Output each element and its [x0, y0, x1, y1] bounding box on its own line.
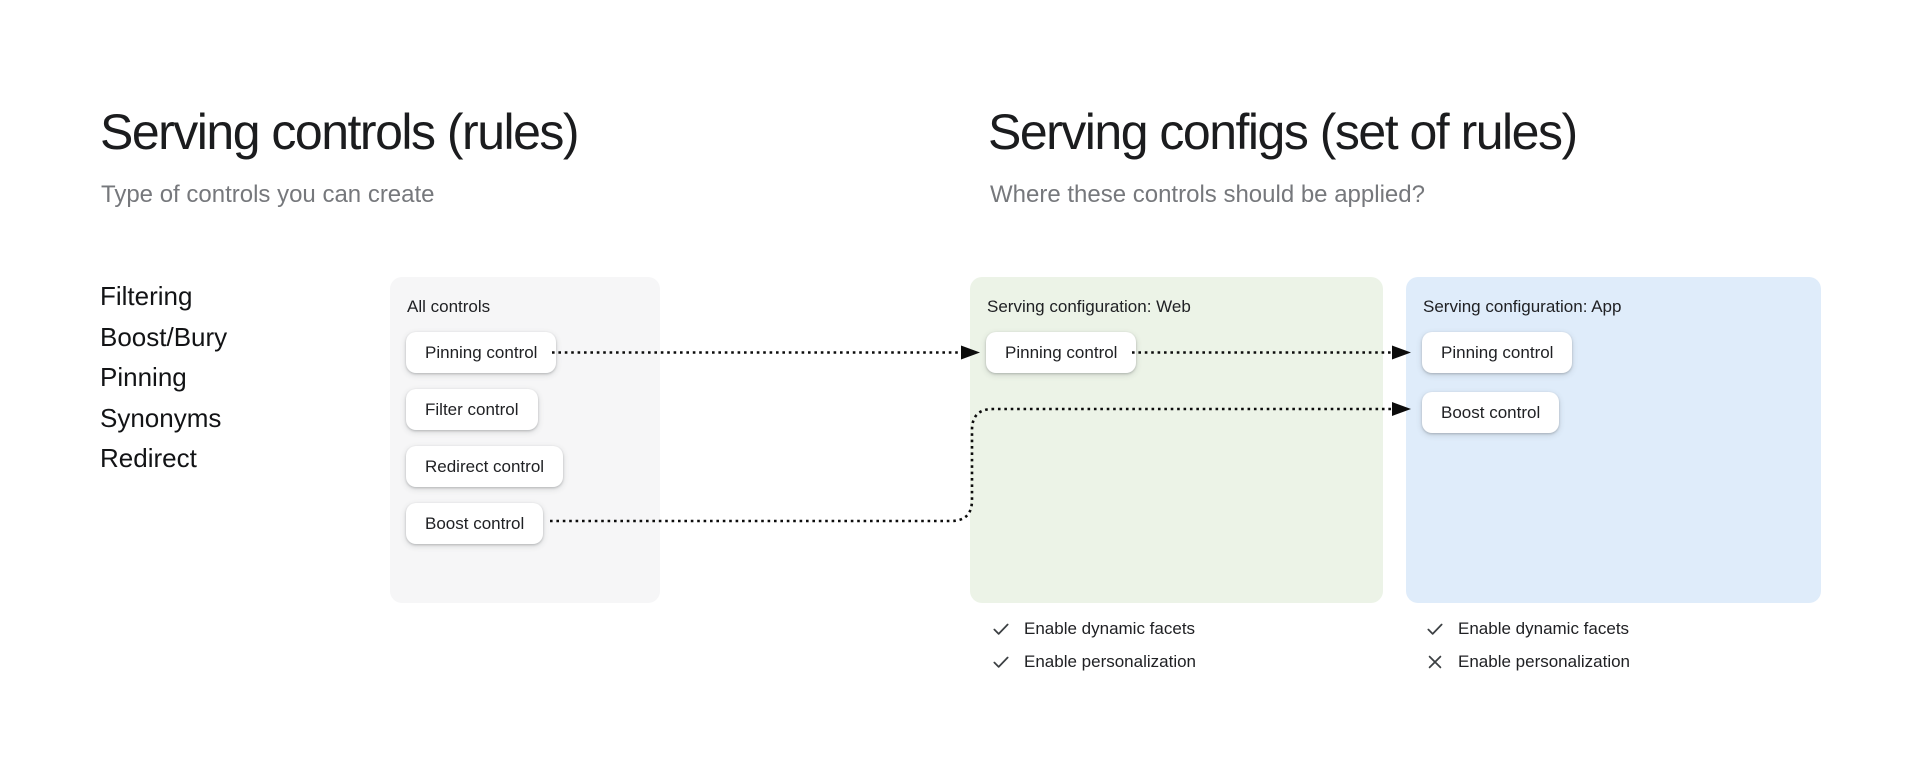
filter-control-chip[interactable]: Filter control	[406, 389, 538, 430]
control-type-synonyms: Synonyms	[100, 402, 222, 433]
right-section-title: Serving configs (set of rules)	[988, 104, 1578, 160]
left-section-subtitle: Type of controls you can create	[101, 181, 435, 208]
app-feature-personalization: Enable personalization	[1425, 650, 1630, 674]
app-features-list: Enable dynamic facets Enable personaliza…	[1425, 617, 1630, 674]
pinning-control-chip[interactable]: Pinning control	[406, 332, 557, 373]
boost-control-chip[interactable]: Boost control	[406, 503, 544, 544]
feature-label: Enable personalization	[1458, 652, 1631, 671]
control-types-list: Filtering Boost/Bury Pinning Synonyms Re…	[100, 276, 227, 479]
all-controls-card: All controls Pinning control Filter cont…	[390, 277, 660, 603]
control-type-filtering: Filtering	[100, 281, 193, 311]
right-section-subtitle: Where these controls should be applied?	[990, 181, 1425, 208]
all-controls-card-label: All controls	[407, 297, 491, 316]
app-feature-dynamic-facets: Enable dynamic facets	[1425, 617, 1630, 641]
feature-label: Enable dynamic facets	[1458, 619, 1630, 638]
redirect-control-chip[interactable]: Redirect control	[406, 446, 564, 487]
web-feature-personalization: Enable personalization	[991, 650, 1196, 674]
feature-label: Enable personalization	[1024, 652, 1197, 671]
serving-config-app-card: Serving configuration: App Pinning contr…	[1406, 277, 1821, 603]
check-icon	[1427, 623, 1443, 635]
web-feature-dynamic-facets: Enable dynamic facets	[991, 617, 1196, 641]
serving-config-web-card: Serving configuration: Web Pinning contr…	[970, 277, 1383, 603]
check-icon	[993, 656, 1009, 668]
control-type-redirect: Redirect	[100, 443, 197, 473]
web-pinning-control-chip[interactable]: Pinning control	[986, 332, 1137, 373]
left-section-title: Serving controls (rules)	[100, 104, 580, 160]
check-icon	[993, 623, 1009, 635]
feature-label: Enable dynamic facets	[1024, 619, 1196, 638]
app-pinning-control-chip[interactable]: Pinning control	[1422, 332, 1573, 373]
web-features-list: Enable dynamic facets Enable personaliza…	[991, 617, 1196, 674]
control-type-pinning: Pinning	[100, 362, 187, 392]
app-boost-control-chip[interactable]: Boost control	[1422, 392, 1560, 433]
serving-config-web-label: Serving configuration: Web	[987, 297, 1191, 316]
cross-icon	[1428, 655, 1442, 669]
control-type-boost-bury: Boost/Bury	[100, 321, 228, 352]
serving-config-app-label: Serving configuration: App	[1423, 297, 1622, 316]
